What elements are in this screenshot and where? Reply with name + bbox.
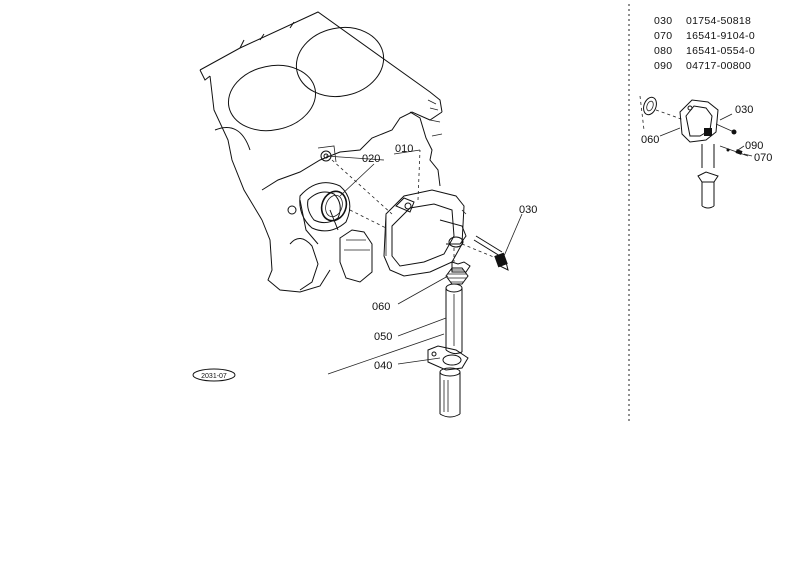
parts-list-part-no: 16541-9104-0 — [686, 30, 755, 42]
engine-block — [199, 11, 443, 293]
lower-tube-part — [439, 367, 461, 418]
parts-list-ref: 080 — [654, 45, 672, 57]
bolt-part — [473, 235, 509, 271]
gasket-plate-part — [427, 345, 469, 371]
parts-list-part-no: 16541-0554-0 — [686, 45, 755, 57]
parts-list-ref: 070 — [654, 30, 672, 42]
o-ring-part — [320, 190, 348, 222]
callout-030: 030 — [519, 204, 537, 216]
cover-housing-part — [383, 189, 467, 277]
suction-pipe-part — [445, 283, 463, 355]
parts-list-row: 070 16541-9104-0 — [654, 30, 755, 42]
callout-050: 050 — [374, 331, 392, 343]
callout-040: 040 — [374, 360, 392, 372]
parts-list-ref: 090 — [654, 60, 672, 72]
callout-leader-lines — [325, 149, 523, 365]
parts-list-row: 030 01754-50818 — [654, 15, 751, 27]
callout-020: 020 — [362, 153, 380, 165]
callout-060: 060 — [372, 301, 390, 313]
inset-callout-090: 090 — [745, 140, 763, 152]
parts-list-part-no: 04717-00800 — [686, 60, 751, 72]
inset-detail-view: 030 060 090 070 — [639, 95, 772, 209]
parts-list-row: 080 16541-0554-0 — [654, 45, 755, 57]
inset-callout-070: 070 — [754, 152, 772, 164]
inset-callout-030: 030 — [735, 104, 753, 116]
assembly-guide-lines — [327, 149, 497, 375]
parts-list-ref: 030 — [654, 15, 672, 27]
figure-tag: 2031-07 — [192, 368, 236, 382]
figure-tag-text: 2031-07 — [201, 373, 227, 380]
parts-list: 030 01754-50818 070 16541-9104-0 080 165… — [654, 15, 755, 72]
callout-labels: 010 020 030 060 050 040 — [362, 143, 537, 372]
callout-010: 010 — [395, 143, 413, 155]
parts-list-row: 090 04717-00800 — [654, 60, 751, 72]
strainer-part — [445, 261, 471, 285]
inset-callout-060: 060 — [641, 134, 659, 146]
parts-list-part-no: 01754-50818 — [686, 15, 751, 27]
